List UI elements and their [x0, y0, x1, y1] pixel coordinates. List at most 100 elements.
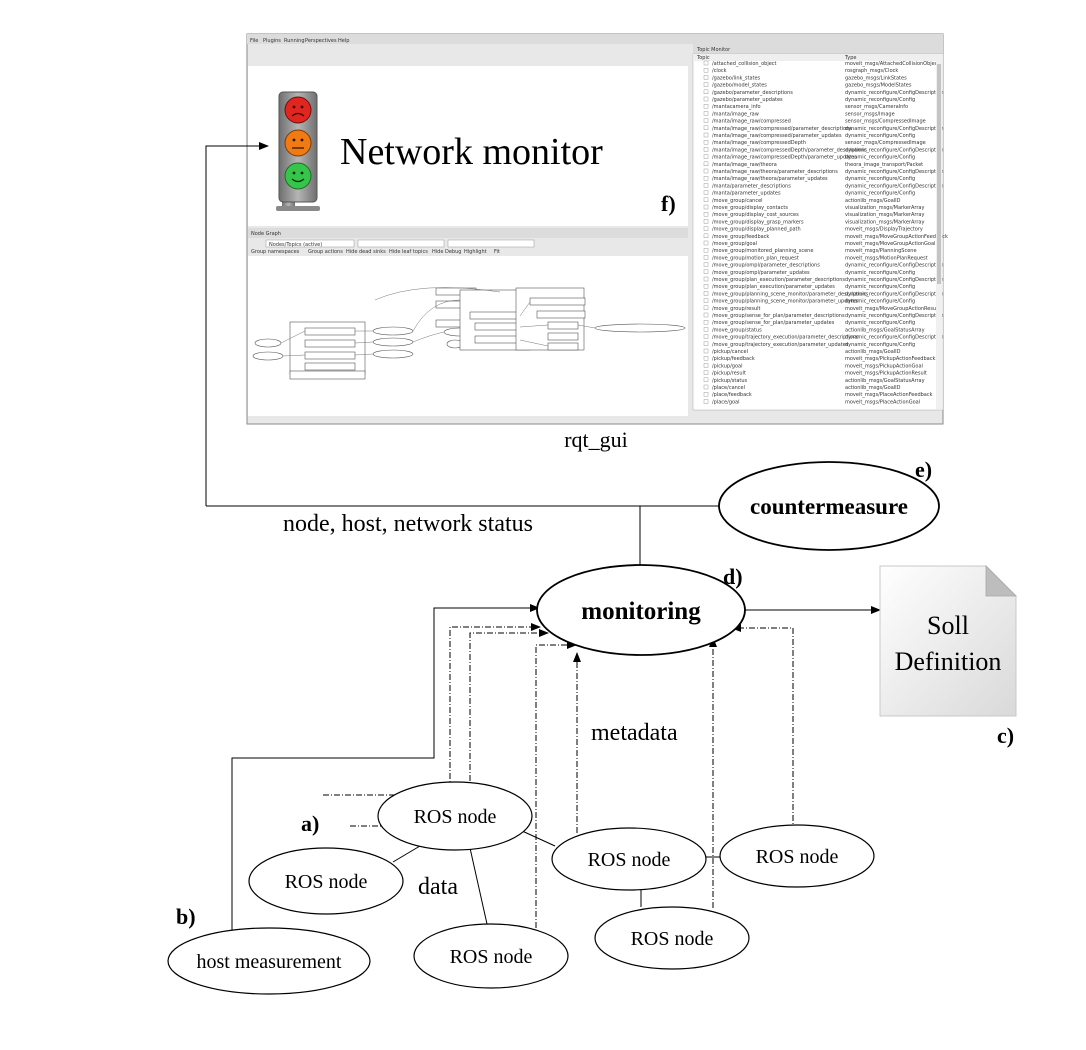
topic-row-checkbox[interactable]: [703, 89, 709, 95]
topic-row-checkbox[interactable]: [703, 291, 709, 296]
topic-row-checkbox[interactable]: [703, 312, 709, 318]
topic-row[interactable]: /manta/image_raw/compressedDepth/paramet…: [703, 147, 944, 153]
topic-row[interactable]: /move_group/plan_execution/parameter_upd…: [703, 284, 915, 290]
topic-row-checkbox[interactable]: [703, 284, 709, 289]
menu-item-perspectives[interactable]: Perspectives: [305, 38, 337, 44]
topic-row-checkbox[interactable]: [703, 377, 709, 382]
topic-row-checkbox[interactable]: [703, 197, 709, 203]
topic-row-checkbox[interactable]: [703, 240, 709, 246]
topic-row-checkbox[interactable]: [703, 175, 709, 181]
topic-row-checkbox[interactable]: [703, 147, 709, 152]
topic-row[interactable]: /manta/image_raw/compressedDepth/paramet…: [703, 154, 915, 161]
topic-row-checkbox[interactable]: [703, 67, 709, 73]
topic-row-checkbox[interactable]: [703, 320, 709, 325]
option-hide-leaf-topics[interactable]: Hide leaf topics: [389, 249, 428, 255]
topic-row-checkbox[interactable]: [703, 168, 709, 174]
topic-row-checkbox[interactable]: [703, 327, 709, 332]
topic-row-checkbox[interactable]: [703, 370, 709, 375]
topic-row[interactable]: /move_group/sense_for_plan/parameter_des…: [703, 312, 944, 319]
topic-row[interactable]: /move_group/sense_for_plan/parameter_upd…: [703, 320, 915, 326]
menu-item-plugins[interactable]: Plugins: [263, 38, 281, 44]
topic-row-checkbox[interactable]: [703, 255, 709, 260]
topic-row-checkbox[interactable]: [703, 75, 709, 80]
topic-row-checkbox[interactable]: [703, 356, 709, 361]
topic-row-checkbox[interactable]: [703, 219, 709, 224]
topic-row-checkbox[interactable]: [703, 60, 709, 66]
topic-row-checkbox[interactable]: [703, 262, 709, 267]
topic-row-checkbox[interactable]: [703, 298, 709, 303]
topic-row-checkbox[interactable]: [703, 190, 709, 195]
topic-row-checkbox[interactable]: [703, 247, 709, 253]
topic-row-checkbox[interactable]: [703, 348, 709, 354]
topic-row[interactable]: /move_group/trajectory_execution/paramet…: [703, 341, 915, 348]
topic-row-checkbox[interactable]: [703, 125, 709, 131]
option-hide-debug[interactable]: Hide Debug: [432, 249, 461, 255]
topic-row-checkbox[interactable]: [703, 226, 709, 231]
option-highlight[interactable]: Highlight: [464, 249, 487, 255]
topic-row-checkbox[interactable]: [703, 118, 709, 123]
topic-row-checkbox[interactable]: [703, 399, 709, 404]
topic-row[interactable]: /manta/image_raw/compressed/parameter_de…: [703, 125, 944, 132]
option-group-namespaces[interactable]: Group namespaces: [251, 249, 300, 255]
topic-row-checkbox[interactable]: [703, 276, 709, 282]
node-graph-namespace-input[interactable]: [357, 239, 445, 248]
topic-row-checkbox[interactable]: [703, 211, 709, 217]
menu-item-running[interactable]: Running: [284, 38, 305, 44]
topic-row-checkbox[interactable]: [703, 139, 709, 145]
topic-row[interactable]: /manta/image_raw/compressed/parameter_up…: [703, 132, 915, 139]
topic-row-checkbox[interactable]: [703, 96, 709, 102]
topic-row-checkbox[interactable]: [703, 183, 709, 188]
topic-row-checkbox[interactable]: [703, 269, 709, 274]
topic-row-checkbox[interactable]: [703, 363, 709, 368]
topic-row-checkbox[interactable]: [703, 305, 709, 310]
menu-item-file[interactable]: File: [250, 38, 258, 44]
node-graph-topic-input[interactable]: [447, 239, 535, 248]
menu-item-help[interactable]: Help: [338, 38, 349, 44]
topic-row-checkbox[interactable]: [703, 233, 709, 239]
topic-row[interactable]: /move_group/trajectory_execution/paramet…: [703, 334, 944, 341]
option-hide-dead-sinks[interactable]: Hide dead sinks: [346, 249, 386, 255]
topic-row-checkbox[interactable]: [703, 204, 709, 210]
topic-row[interactable]: /manta/image_raw/theora/parameter_update…: [703, 175, 915, 182]
topic-row-checkbox[interactable]: [703, 111, 709, 116]
topic-scrollbar-thumb[interactable]: [937, 64, 941, 284]
topic-row[interactable]: /manta/image_raw/theora/parameter_descri…: [703, 168, 944, 175]
topic-row-checkbox[interactable]: [703, 132, 709, 138]
topic-row-checkbox[interactable]: [703, 161, 709, 167]
topic-row-checkbox[interactable]: [703, 392, 709, 397]
topic-row-checkbox[interactable]: [703, 334, 709, 339]
topic-row[interactable]: /move_group/plan_execution/parameter_des…: [703, 276, 944, 283]
topic-row-checkbox[interactable]: [703, 384, 709, 390]
